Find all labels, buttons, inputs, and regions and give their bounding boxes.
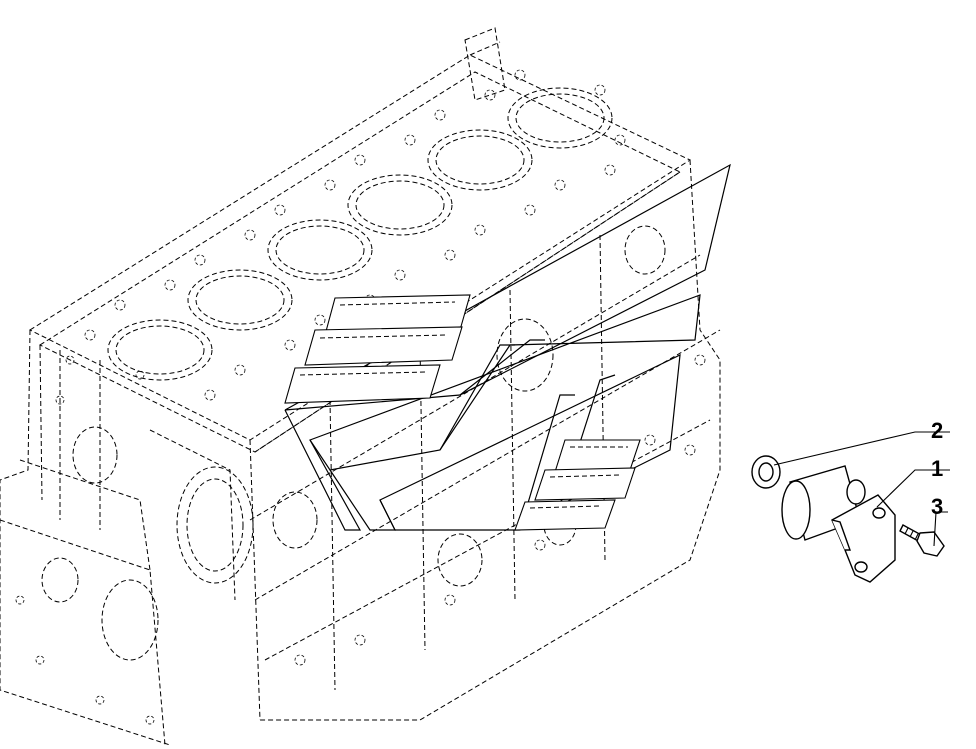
- plate-stack-upper: [284, 294, 471, 404]
- washer-part: [751, 455, 781, 489]
- callout-number-2: 2: [931, 418, 943, 443]
- callout-number-3: 3: [931, 494, 943, 519]
- bolt-part: [899, 524, 945, 557]
- deck-bolt-holes: [15, 69, 706, 725]
- plate-stack-lower: [514, 439, 641, 531]
- cylinder-bores: [107, 87, 613, 381]
- engine-block-outline: [0, 27, 721, 746]
- callout-leaders: [773, 431, 950, 547]
- tube-part: [781, 465, 896, 583]
- callout-number-1: 1: [931, 456, 943, 481]
